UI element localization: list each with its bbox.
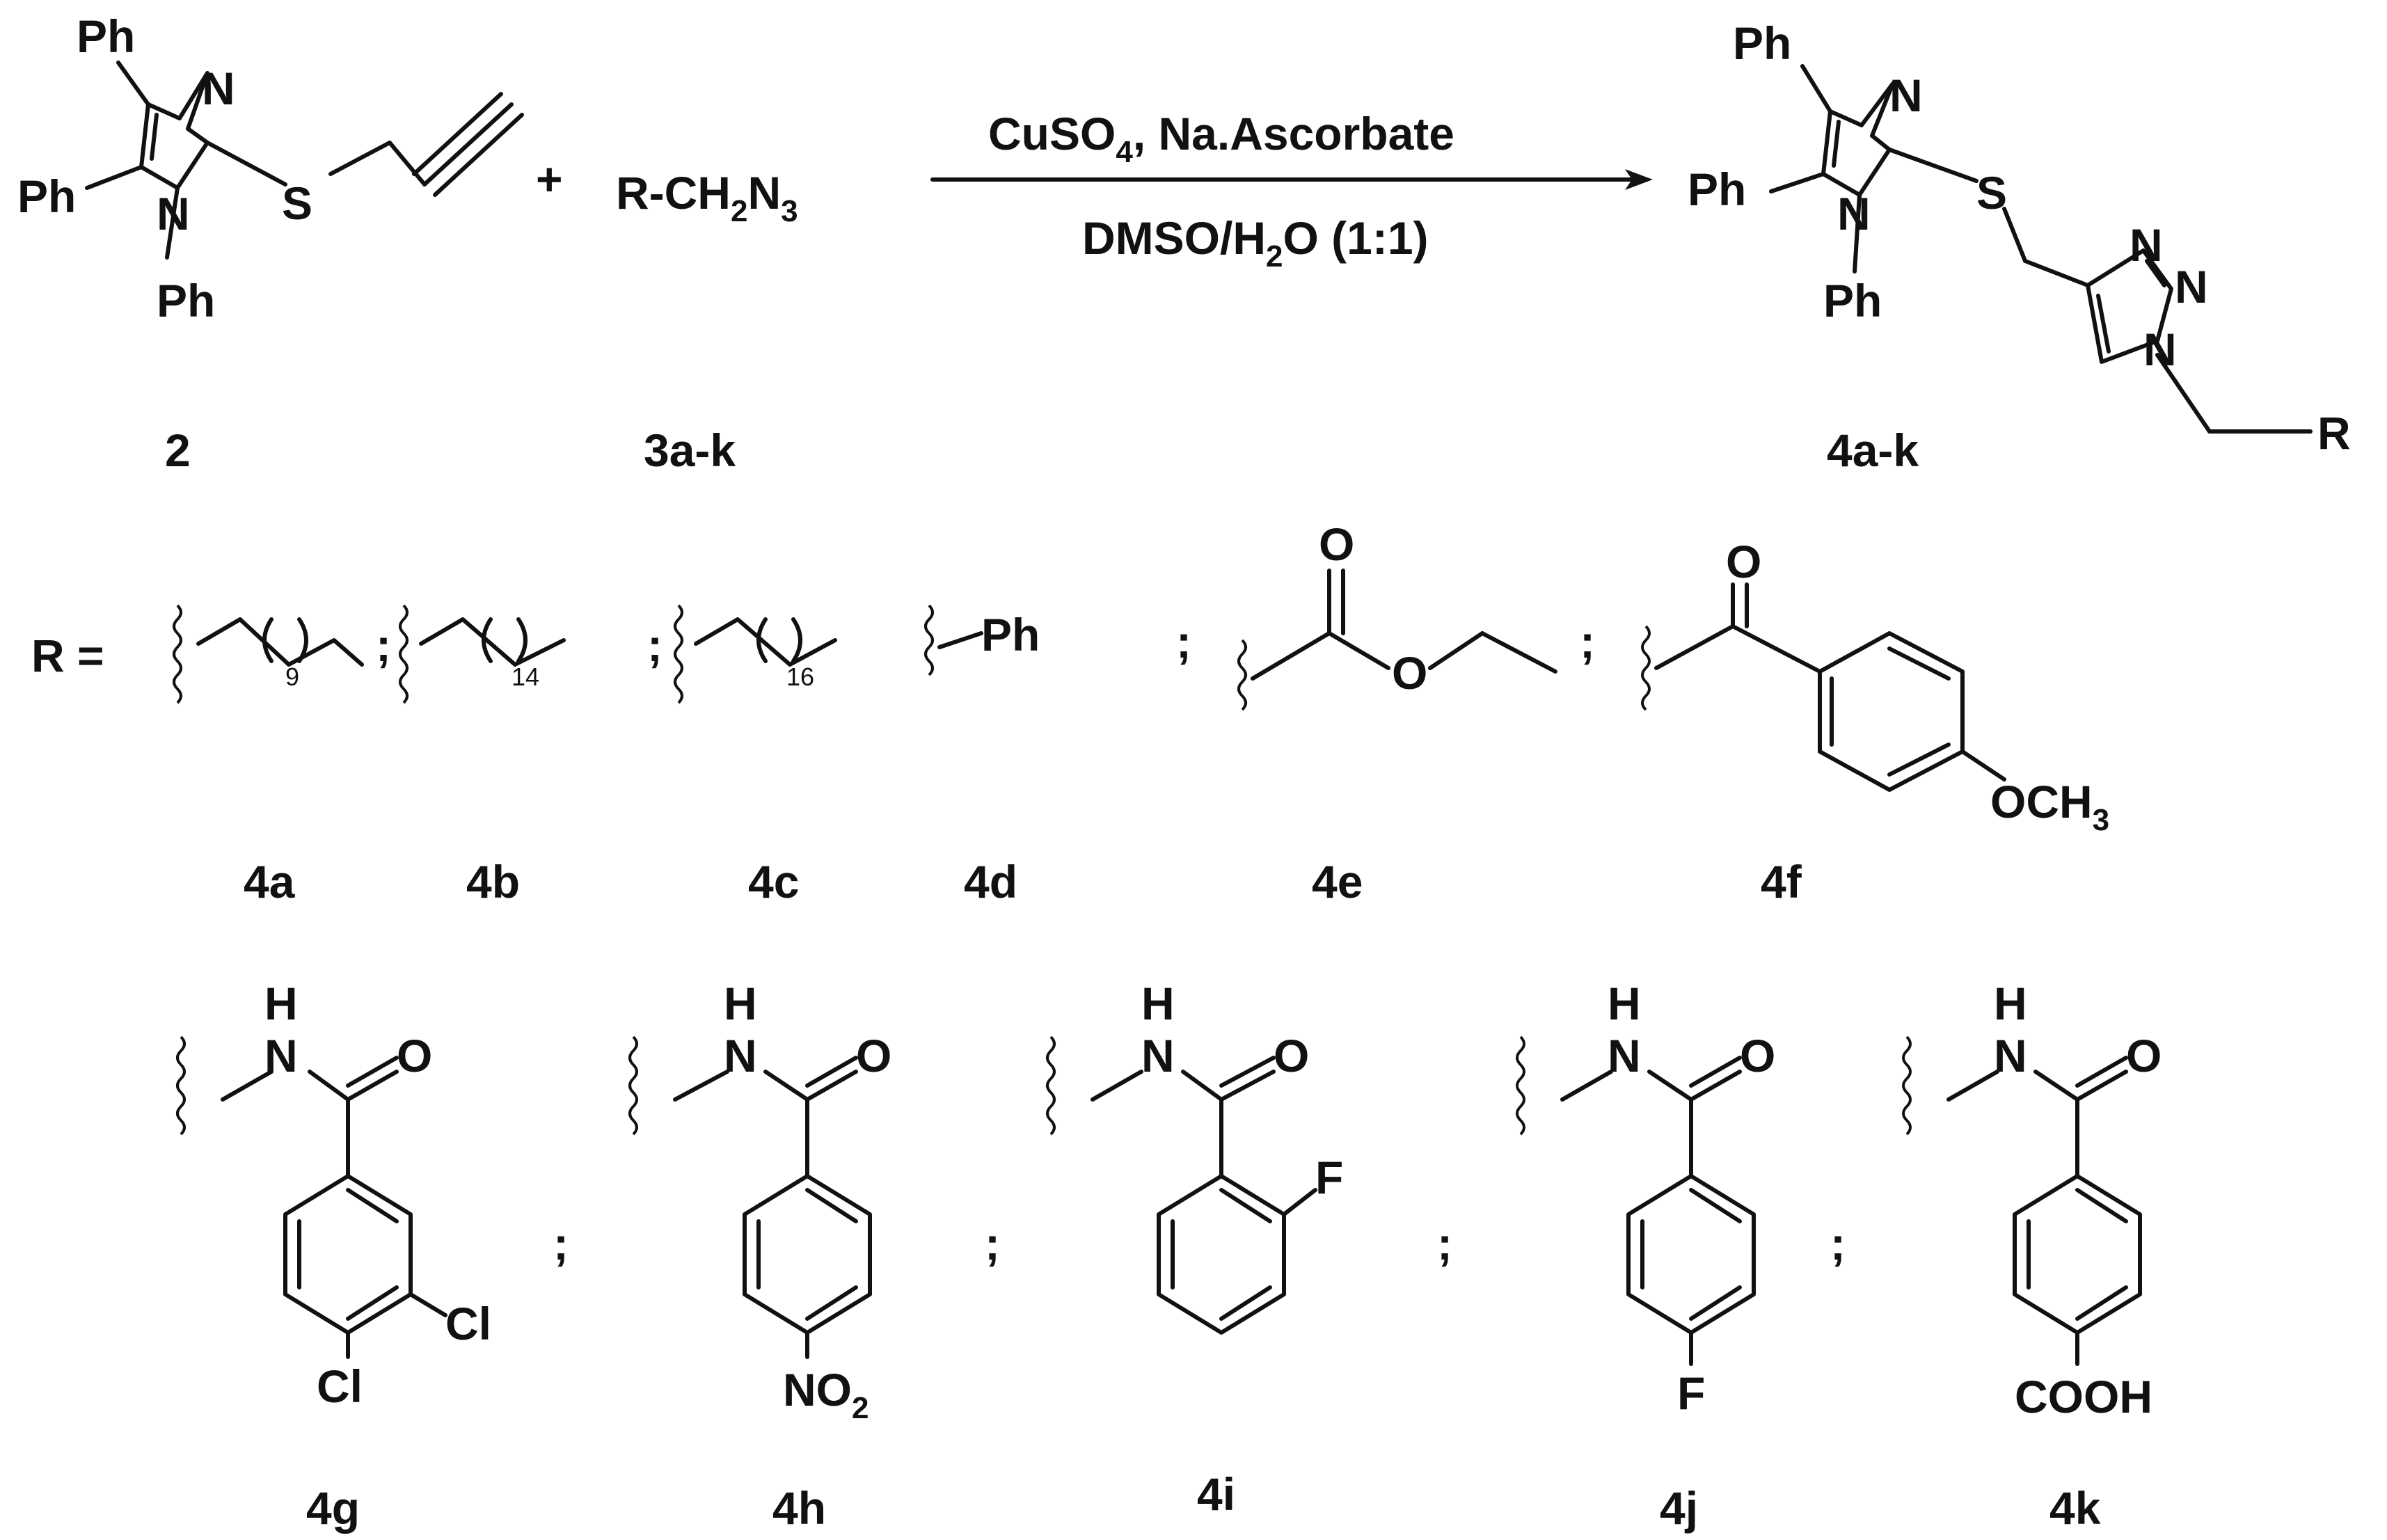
4i-n: N: [1141, 1030, 1175, 1081]
substituent-4d: Ph 4d: [924, 604, 1040, 907]
4c-label: 4c: [748, 856, 799, 907]
reactant-ph-bottom: Ph: [157, 275, 215, 326]
product-s: S: [1976, 167, 2007, 219]
4h-o: O: [856, 1030, 891, 1081]
product-triazole: Ph Ph Ph N N S N N N R 4a-k: [1688, 17, 2351, 476]
4f-label: 4f: [1761, 856, 1802, 907]
substituent-4a: 9 4a: [173, 604, 364, 907]
4i-f: F: [1315, 1152, 1343, 1203]
substituent-4j: H N O F 4j: [1516, 978, 1775, 1534]
product-label-4a-k: 4a-k: [1827, 424, 1919, 476]
4k-o: O: [2126, 1030, 2162, 1081]
product-triazole-n1: N: [2130, 219, 2163, 271]
reaction-arrow: [930, 169, 1653, 190]
4f-och3: OCH3: [1990, 776, 2109, 837]
reactant-n-top: N: [202, 63, 235, 114]
semicolon-6: ;: [985, 1218, 1000, 1269]
4a-repeat-index: 9: [285, 662, 299, 691]
4f-o: O: [1726, 536, 1761, 587]
4j-o: O: [1740, 1030, 1775, 1081]
4g-label: 4g: [306, 1482, 360, 1534]
substituent-4k: H N O COOH 4k: [1902, 978, 2162, 1534]
4a-label: 4a: [244, 856, 296, 907]
4i-h: H: [1141, 978, 1175, 1029]
4b-repeat-index: 14: [512, 662, 539, 691]
4g-cl-para: Cl: [317, 1360, 363, 1412]
4j-label: 4j: [1660, 1482, 1698, 1534]
substituent-4b: 14 4b: [399, 604, 566, 907]
semicolon-7: ;: [1437, 1218, 1452, 1269]
4e-o-carbonyl: O: [1319, 518, 1354, 570]
reactant-ph-top: Ph: [77, 10, 135, 62]
substituent-4e: O O 4e: [1237, 518, 1557, 907]
reactant-n-bottom: N: [157, 188, 190, 239]
product-ph-bottom: Ph: [1823, 275, 1882, 326]
4h-h: H: [724, 978, 757, 1029]
substituent-4h: H N O NO2 4h: [628, 978, 891, 1534]
4i-o: O: [1274, 1030, 1309, 1081]
4e-label: 4e: [1312, 856, 1363, 907]
semicolon-8: ;: [1830, 1218, 1846, 1269]
product-triazole-n2: N: [2175, 261, 2208, 312]
reactant-imidazole-propargyl: Ph Ph Ph N N S 2: [17, 10, 524, 476]
reactant-label-2: 2: [165, 424, 191, 476]
reactant-azide: R-CH2N3 3a-k: [616, 167, 798, 476]
semicolon-1: ;: [376, 619, 391, 671]
4j-h: H: [1608, 978, 1641, 1029]
4g-n: N: [264, 1030, 298, 1081]
substituent-4i: H N O F 4i: [1046, 978, 1343, 1520]
semicolon-3: ;: [1176, 616, 1191, 667]
product-n-top: N: [1889, 70, 1923, 121]
plus-sign: +: [536, 153, 563, 205]
4k-cooh: COOH: [2015, 1371, 2152, 1422]
product-triazole-n3: N: [2143, 324, 2177, 375]
reactant-ph-left: Ph: [17, 170, 76, 222]
4i-label: 4i: [1197, 1468, 1235, 1520]
semicolon-2: ;: [647, 619, 663, 671]
conditions-catalyst: CuSO4, Na.Ascorbate: [988, 108, 1454, 169]
4c-repeat-index: 16: [786, 662, 814, 691]
4b-label: 4b: [466, 856, 520, 907]
substituent-4c: 16 4c: [674, 604, 837, 907]
4j-f: F: [1677, 1367, 1705, 1419]
product-n-bottom: N: [1837, 188, 1871, 239]
azide-formula: R-CH2N3: [616, 167, 798, 228]
4k-h: H: [1994, 978, 2027, 1029]
4k-label: 4k: [2049, 1482, 2101, 1534]
4g-cl-meta: Cl: [445, 1298, 491, 1349]
4d-ph: Ph: [981, 609, 1040, 660]
4e-o-ester: O: [1392, 647, 1427, 699]
substituent-4f: O OCH3 4f: [1641, 536, 2109, 907]
4h-n: N: [724, 1030, 757, 1081]
r-equals-label: R =: [31, 630, 104, 681]
semicolon-4: ;: [1580, 616, 1595, 667]
4d-label: 4d: [964, 856, 1017, 907]
product-ph-left: Ph: [1688, 164, 1746, 215]
conditions-solvent: DMSO/H2O (1:1): [1082, 212, 1429, 273]
semicolon-5: ;: [553, 1218, 569, 1269]
4g-o: O: [397, 1030, 432, 1081]
substituent-4g: H N O Cl Cl 4g: [176, 978, 491, 1534]
4h-label: 4h: [772, 1482, 826, 1534]
reactant-s: S: [282, 177, 312, 229]
4g-h: H: [264, 978, 298, 1029]
azide-label-3a-k: 3a-k: [644, 424, 736, 476]
4k-n: N: [1994, 1030, 2027, 1081]
product-r: R: [2317, 407, 2351, 459]
product-ph-top: Ph: [1733, 17, 1791, 69]
4h-no2: NO2: [783, 1364, 869, 1425]
4j-n: N: [1608, 1030, 1641, 1081]
